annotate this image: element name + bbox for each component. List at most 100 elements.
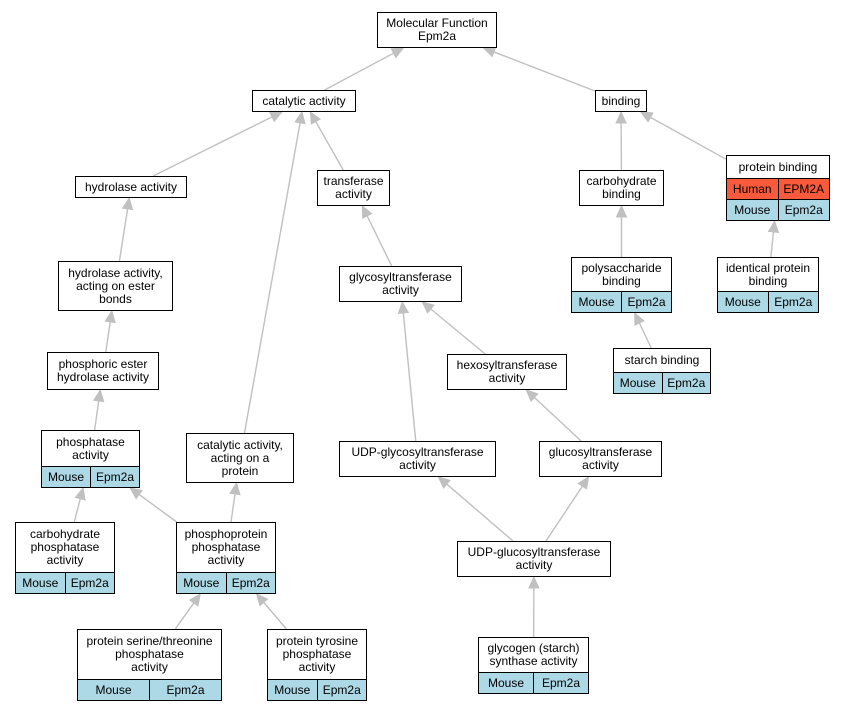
edge-catalytic-on-protein-to-catalytic-activity bbox=[243, 122, 301, 434]
arrowhead-icon bbox=[129, 487, 143, 500]
edge-starch-binding-to-polysaccharide-binding bbox=[638, 322, 652, 349]
species-cell: Mouse bbox=[578, 295, 615, 309]
species-cell: Mouse bbox=[22, 576, 59, 590]
species-row-mouse: Mouse Epm2a bbox=[614, 372, 710, 393]
node-phosphoric-ester[interactable]: phosphoric ester hydrolase activity bbox=[47, 352, 159, 390]
arrowhead-icon bbox=[634, 311, 645, 326]
node-title: polysaccharide binding bbox=[581, 260, 662, 288]
species-cell: Mouse bbox=[734, 203, 771, 217]
arrowhead-icon bbox=[309, 110, 321, 125]
node-catalytic-on-protein[interactable]: catalytic activity, acting on a protein bbox=[186, 433, 294, 483]
gene-cell: EPM2A bbox=[777, 179, 830, 199]
arrowhead-icon bbox=[639, 111, 654, 123]
edge-glycosyltransferase-to-transferase-activity bbox=[366, 215, 393, 267]
arrowhead-icon bbox=[229, 481, 241, 496]
node-hydrolase-activity[interactable]: hydrolase activity bbox=[75, 176, 187, 198]
node-udp-glucosyltransferase[interactable]: UDP-glucosyltransferase activity bbox=[457, 541, 611, 577]
node-catalytic-activity[interactable]: catalytic activity bbox=[252, 90, 356, 112]
species-cell: Mouse bbox=[619, 376, 656, 390]
gene-cell: Epm2a bbox=[316, 680, 367, 700]
edge-tyr-phosphatase-to-phosphoprotein-phosphatase bbox=[263, 601, 287, 630]
species-cell: Mouse bbox=[487, 676, 525, 690]
edge-phosphoric-ester-to-hydrolase-ester bbox=[105, 321, 111, 353]
node-title: glycogen (starch) synthase activity bbox=[487, 641, 580, 668]
arrowhead-icon bbox=[74, 486, 86, 501]
arrowhead-icon bbox=[104, 309, 116, 324]
node-transferase-activity[interactable]: transferase activity bbox=[317, 170, 390, 206]
node-glucosyltransferase[interactable]: glucosyltransferase activity bbox=[539, 441, 662, 477]
edge-binding-to-molecular-function bbox=[493, 51, 596, 92]
node-ser-thr-phosphatase[interactable]: protein serine/threonine phosphatase act… bbox=[77, 629, 222, 701]
arrowhead-icon bbox=[92, 388, 105, 403]
arrowhead-icon bbox=[577, 475, 590, 490]
species-cell: Mouse bbox=[47, 470, 85, 484]
node-binding[interactable]: binding bbox=[595, 90, 647, 112]
arrowhead-icon bbox=[615, 110, 627, 124]
species-cell: Human bbox=[732, 182, 772, 196]
node-title: phosphatase activity bbox=[56, 434, 125, 462]
node-title: starch binding bbox=[624, 353, 700, 367]
gene-cell: Epm2a bbox=[661, 373, 711, 393]
arrowhead-icon bbox=[188, 593, 201, 607]
gene-cell: Epm2a bbox=[149, 680, 221, 700]
arrowhead-icon bbox=[294, 110, 306, 125]
node-molecular-function[interactable]: Molecular Function Epm2a bbox=[377, 12, 497, 48]
node-title: carbohydrate phosphatase activity bbox=[29, 527, 101, 567]
node-title: identical protein binding bbox=[725, 260, 811, 288]
edge-udp-glucosyltransferase-to-udp-glycosyltransferase bbox=[446, 483, 514, 542]
species-cell: Mouse bbox=[274, 683, 311, 697]
edge-hydrolase-activity-to-catalytic-activity bbox=[152, 116, 273, 177]
edge-protein-binding-to-binding bbox=[650, 116, 727, 160]
arrowhead-icon bbox=[397, 300, 410, 315]
node-title: binding bbox=[601, 93, 641, 108]
arrowhead-icon bbox=[121, 196, 134, 211]
node-carbohydrate-binding[interactable]: carbohydrate binding bbox=[579, 170, 664, 206]
gene-cell: Epm2a bbox=[767, 292, 819, 312]
arrowhead-icon bbox=[361, 204, 373, 219]
edge-phosphoprotein-phosphatase-to-catalytic-on-protein bbox=[230, 493, 236, 523]
node-title: hydrolase activity, acting on ester bond… bbox=[68, 265, 163, 306]
node-title: phosphoric ester hydrolase activity bbox=[56, 357, 150, 384]
node-glycosyltransferase[interactable]: glycosyltransferase activity bbox=[339, 266, 462, 302]
node-title: protein tyrosine phosphatase activity bbox=[275, 634, 359, 674]
node-hydrolase-ester[interactable]: hydrolase activity, acting on ester bond… bbox=[58, 261, 173, 311]
arrowhead-icon bbox=[525, 389, 539, 403]
edge-carbohydrate-phosphatase-to-phosphatase bbox=[73, 498, 81, 523]
edge-identical-protein-binding-to-protein-binding bbox=[770, 231, 775, 258]
edge-glucosyltransferase-to-hexosyltransferase bbox=[533, 396, 582, 442]
species-row-mouse: Mouse Epm2a bbox=[268, 679, 366, 700]
species-row-human: Human EPM2A bbox=[727, 178, 829, 199]
arrowhead-icon bbox=[437, 476, 451, 489]
gene-cell: Epm2a bbox=[533, 673, 588, 693]
node-title: hexosyltransferase activity bbox=[456, 358, 558, 385]
arrowhead-icon bbox=[528, 575, 540, 589]
arrowhead-icon bbox=[269, 111, 283, 123]
node-title: protein serine/threonine phosphatase act… bbox=[86, 634, 213, 674]
species-row-mouse: Mouse Epm2a bbox=[479, 672, 588, 693]
node-title: protein binding bbox=[738, 159, 818, 174]
edge-transferase-activity-to-catalytic-activity bbox=[315, 121, 344, 171]
gene-cell: Epm2a bbox=[225, 573, 276, 593]
edge-phosphatase-to-phosphoric-ester bbox=[93, 400, 100, 431]
arrowhead-icon bbox=[421, 301, 435, 314]
node-hexosyltransferase[interactable]: hexosyltransferase activity bbox=[447, 354, 567, 390]
node-udp-glycosyltransferase[interactable]: UDP-glycosyltransferase activity bbox=[339, 441, 496, 477]
node-title: carbohydrate binding bbox=[586, 174, 657, 201]
